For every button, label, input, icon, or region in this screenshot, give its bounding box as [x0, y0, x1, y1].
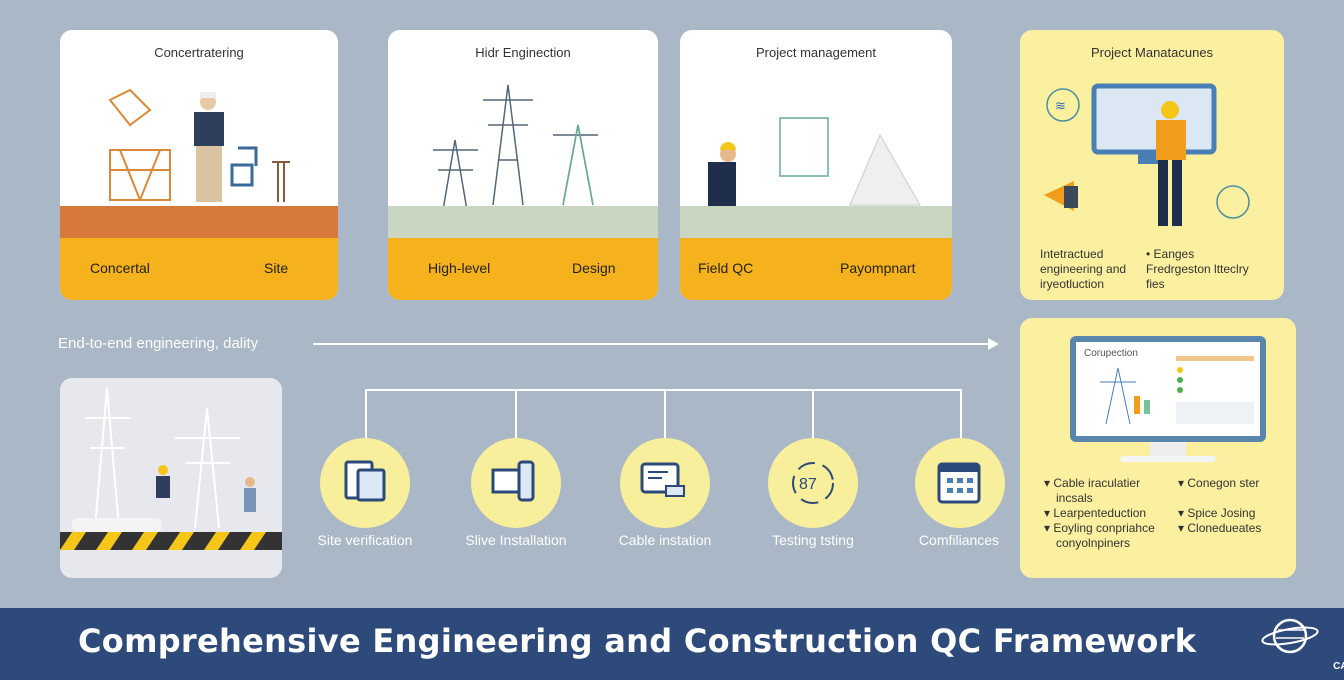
- footer-title-bar: Comprehensive Engineering and Constructi…: [0, 608, 1344, 680]
- tower-site-photo: [60, 378, 282, 578]
- main-title: Comprehensive Engineering and Constructi…: [78, 622, 1197, 660]
- item-text: Cable iraculatier: [1053, 476, 1141, 490]
- card-title: Concertratering: [154, 45, 244, 60]
- card-project-manatacunes: Project Manatacunes ≋ Intetractued engin…: [1020, 30, 1284, 300]
- step-testing[interactable]: 87: [768, 438, 858, 528]
- svg-text:≋: ≋: [1055, 98, 1066, 113]
- card-concertratering: Concertratering Concertal Site: [60, 30, 338, 300]
- card-title: Hidr Enginection: [475, 45, 571, 60]
- management-col2: • Eanges Fredrgeston ltteclry fies: [1146, 247, 1249, 292]
- flow-label: End-to-end engineering, dality: [58, 335, 259, 352]
- list-item: ▾ Spice Josing: [1178, 506, 1256, 520]
- text-line: engineering and: [1040, 262, 1127, 276]
- item-text: Learpenteduction: [1053, 506, 1147, 520]
- completion-list-right: ▾ Conegon ster ▾ Spice Josing ▾ Clonedue…: [1178, 476, 1261, 536]
- connector: [664, 389, 666, 439]
- monitor-base: [1120, 456, 1216, 462]
- management-col1: Intetractued engineering and iryeotlucti…: [1040, 247, 1126, 292]
- step-label: Cable instation: [618, 532, 712, 548]
- item-text: Conegon ster: [1187, 476, 1260, 490]
- list-item: incsals: [1044, 491, 1155, 506]
- item-text: Spice Josing: [1187, 506, 1256, 520]
- dashboard-screen: [1100, 356, 1254, 425]
- globe-logo-icon: [1261, 618, 1319, 654]
- document-icon: [344, 460, 386, 502]
- card-left-label: High-level: [428, 260, 491, 276]
- card-left-label: Field QC: [698, 260, 754, 276]
- card-right-label: Design: [572, 260, 616, 276]
- card-title: Project management: [756, 45, 876, 60]
- engineer-monitor-illustration: ≋: [1044, 83, 1250, 226]
- step-comfiliances[interactable]: [915, 438, 1005, 528]
- step-label: Slive Installation: [465, 532, 567, 548]
- screen-icon: [640, 462, 685, 497]
- testing-gauge-icon: 87: [792, 462, 834, 504]
- transmission-towers-illustration: [433, 84, 598, 211]
- list-item: ▾ Learpenteduction: [1044, 506, 1147, 520]
- text-line: iryeotluction: [1040, 277, 1105, 291]
- card-project-management: Project management Field QC Payompnart: [680, 30, 952, 300]
- list-item: conyolnpiners: [1044, 536, 1155, 551]
- connector: [365, 389, 367, 439]
- monitor-stand: [1150, 442, 1186, 456]
- calendar-icon: [937, 462, 981, 504]
- text-line: Intetractued: [1040, 247, 1104, 261]
- item-text: conyolnpiners: [1056, 536, 1131, 550]
- text-line: fies: [1146, 277, 1165, 291]
- step-site-verification[interactable]: [320, 438, 410, 528]
- item-text: Clonedueates: [1187, 521, 1262, 535]
- card-right-label: Site: [264, 260, 289, 276]
- connector: [515, 389, 517, 439]
- card-right-label: Payompnart: [840, 260, 916, 276]
- step-label: Testing tsting: [772, 532, 854, 548]
- step-cable-instation[interactable]: [620, 438, 710, 528]
- monitor: Corupection: [1070, 336, 1266, 442]
- step-slive-installation[interactable]: [471, 438, 561, 528]
- list-item: ▾ Eoyling conpriahce: [1044, 521, 1155, 535]
- connector: [960, 389, 962, 439]
- text-line: Fredrgeston ltteclry: [1146, 262, 1249, 276]
- item-text: incsals: [1056, 491, 1093, 505]
- item-text: Eoyling conpriahce: [1053, 521, 1155, 535]
- step-label: Site verification: [317, 532, 413, 548]
- list-item: ▾ Cable iraculatier: [1044, 476, 1141, 490]
- logo-text: CADSYS: [1333, 661, 1344, 672]
- text-line: • Eanges: [1146, 247, 1195, 261]
- completion-list-left: ▾ Cable iraculatier incsals ▾ Learpented…: [1044, 476, 1155, 551]
- devices-icon: [491, 460, 535, 502]
- connector-horizontal: [365, 389, 962, 391]
- card-completion: Corupection ▾ Cable iraculatier incsals …: [1020, 318, 1296, 578]
- worker-site-illustration: [108, 88, 290, 202]
- flow-arrow-line: [313, 343, 993, 345]
- connector: [812, 389, 814, 439]
- svg-text:87: 87: [799, 476, 817, 493]
- arrow-head-icon: [988, 338, 999, 350]
- list-item: ▾ Conegon ster: [1178, 476, 1260, 490]
- step-label: Comfiliances: [918, 532, 1000, 548]
- cadsys-logo: CADSYS: [1258, 614, 1344, 674]
- list-item: ▾ Clonedueates: [1178, 521, 1262, 535]
- screen-title: Corupection: [1084, 348, 1138, 359]
- card-title: Project Manatacunes: [1090, 45, 1214, 60]
- towers-workers-illustration: [60, 387, 282, 550]
- card-left-label: Concertal: [90, 260, 150, 276]
- card-hidr-enginection: Hidr Enginection High-level Design: [388, 30, 658, 300]
